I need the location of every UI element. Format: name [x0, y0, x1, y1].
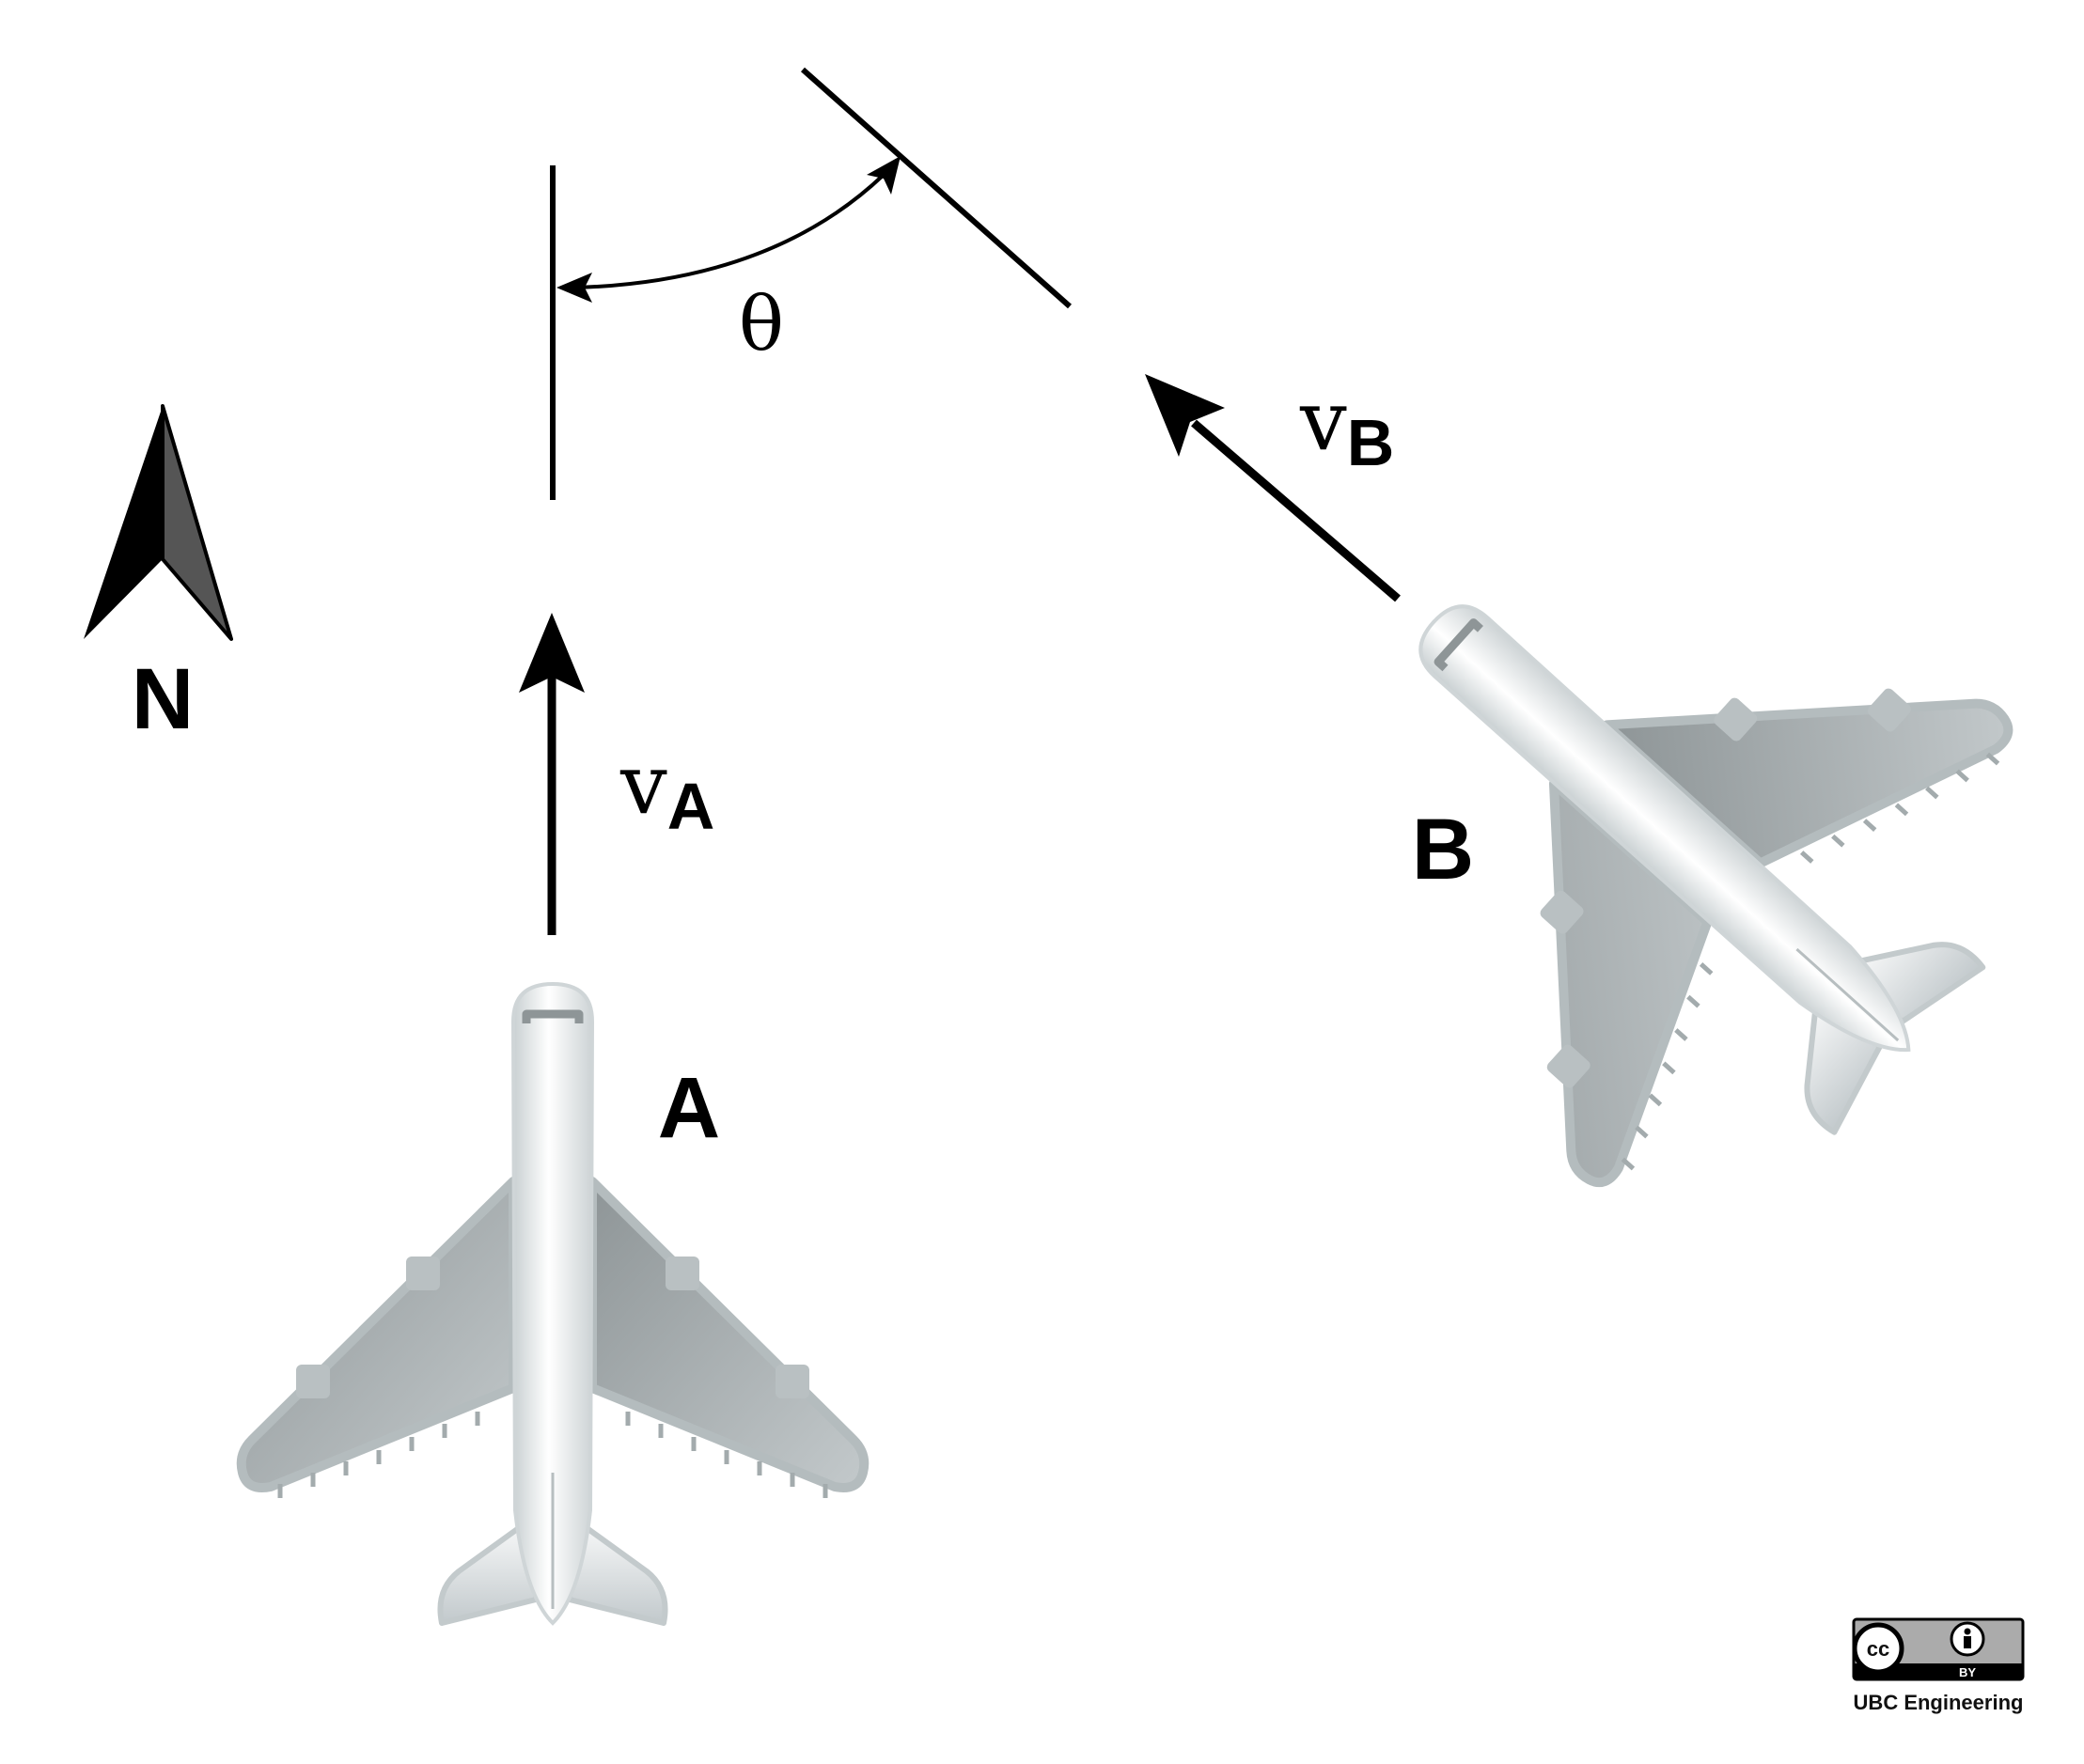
north-arrow-icon: [84, 404, 233, 641]
velocity-a-arrow: [519, 613, 585, 935]
velocity-b-symbol: v: [1299, 372, 1347, 469]
by-text: BY: [1959, 1665, 1976, 1679]
credit-text: UBC Engineering: [1854, 1691, 2024, 1714]
angle-arc: [556, 156, 901, 303]
velocity-a-label: vA: [619, 736, 714, 843]
cc-mark: cc: [1867, 1637, 1889, 1661]
airplane-a-icon: [242, 984, 865, 1623]
velocity-a-symbol: v: [619, 736, 667, 833]
creative-commons-by-icon: cc BY: [1852, 1617, 2025, 1681]
velocity-b-subscript: B: [1347, 406, 1395, 479]
angle-theta-label: θ: [739, 280, 784, 367]
north-label: N: [132, 651, 194, 747]
velocity-b-arrow: [1145, 374, 1401, 602]
plane-a-label: A: [658, 1060, 720, 1156]
airplane-b-icon: [1225, 391, 2084, 1281]
plane-b-label: B: [1412, 802, 1474, 898]
heading-b-reference-line: [801, 67, 1072, 309]
velocity-b-label: vB: [1299, 372, 1394, 479]
velocity-a-subscript: A: [667, 770, 715, 843]
